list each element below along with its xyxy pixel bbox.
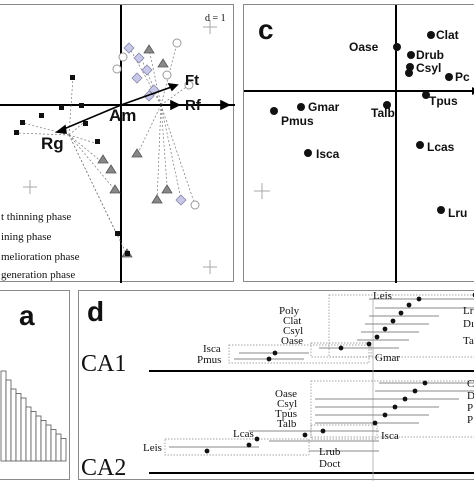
ca2-points xyxy=(204,380,428,454)
ca1-label-isca: Isca xyxy=(203,343,221,355)
panel-a-plot: a xyxy=(0,300,67,462)
ca2-label-csyl: Csyl xyxy=(277,398,297,410)
axis-label-ca2: CA2 xyxy=(81,455,126,481)
ca1-label-lr: Lr xyxy=(463,305,474,317)
ca1-label-pmus: Pmus xyxy=(197,354,221,366)
eigenvalue-bar xyxy=(25,406,32,462)
legend-item-3: melioration phase xyxy=(1,251,80,263)
ca1-boxes xyxy=(228,294,474,364)
ca1-label-oase: Oase xyxy=(281,335,303,347)
c-points xyxy=(270,31,453,214)
ca1-label-clat: Clat xyxy=(283,315,301,327)
c-grid-marks xyxy=(254,183,270,199)
panel-b-plot: Ft Rf Am Rg d = 1 t thinning phase ining… xyxy=(0,5,235,283)
b-vectors xyxy=(54,83,231,134)
b-squares xyxy=(14,75,130,256)
species-label-gmar: Gmar xyxy=(308,100,340,114)
ca2-label-lcas: Lcas xyxy=(233,428,254,440)
ca2-label-leis: Leis xyxy=(143,442,162,454)
eigenvalue-bar xyxy=(15,393,22,462)
ca2-label-isca: Isca xyxy=(381,430,399,442)
ca2-boxes xyxy=(164,380,474,456)
legend-item-1: t thinning phase xyxy=(1,211,71,223)
panel-letter-d: d xyxy=(87,296,104,327)
species-label-oase: Oase xyxy=(349,40,379,54)
panel-d-plot: d CA1 CA2 Leis Poly Clat Csyl Oase xyxy=(81,291,474,481)
ca2-label-di: Di xyxy=(467,390,474,402)
ca2-label-oase: Oase xyxy=(275,388,297,400)
ca1-label-d: Dı xyxy=(463,318,474,330)
eigenvalue-bars xyxy=(0,370,67,462)
panel-b: Ft Rf Am Rg d = 1 t thinning phase ining… xyxy=(0,4,235,283)
eigenvalue-bar xyxy=(50,429,57,462)
ca1-points xyxy=(266,292,474,362)
b-grid-marks xyxy=(23,20,217,274)
ca2-label-tpus: Tpus xyxy=(275,408,297,420)
ca2-ranges xyxy=(169,382,474,452)
eigenvalue-bar xyxy=(40,420,47,462)
eigenvalue-bar xyxy=(0,370,7,462)
ca2-label-c: C xyxy=(467,378,474,390)
panel-a: a xyxy=(0,290,70,480)
species-label-lcas: Lcas xyxy=(427,140,455,154)
ca1-label-poly: Poly xyxy=(279,305,300,317)
vector-label-rf: Rf xyxy=(185,97,202,114)
panel-d: d CA1 CA2 Leis Poly Clat Csyl Oase xyxy=(78,290,474,481)
scale-label: d = 1 xyxy=(205,13,226,24)
b-links xyxy=(16,42,196,256)
ca2-label-talb: Talb xyxy=(277,418,297,430)
ca2-label-lrub: Lrub xyxy=(319,446,341,458)
legend-item-4: generation phase xyxy=(1,269,75,281)
eigenvalue-bar xyxy=(20,397,27,462)
ca1-label-leis: Leis xyxy=(373,291,392,302)
species-label-talb: Talb xyxy=(371,106,395,120)
ca1-label-csyl: Csyl xyxy=(283,325,303,337)
species-label-isca: Isca xyxy=(316,147,340,161)
species-label-pmus: Pmus xyxy=(281,114,314,128)
ca1-label-gmar: Gmar xyxy=(375,352,400,364)
species-label-lru: Lru xyxy=(448,206,467,220)
species-label-clat: Clat xyxy=(436,28,459,42)
species-label-pc: Pc xyxy=(455,70,470,84)
eigenvalue-bar xyxy=(60,438,67,462)
vector-label-rg: Rg xyxy=(41,134,64,153)
species-label-tpus: Tpus xyxy=(429,94,458,108)
eigenvalue-bar xyxy=(55,433,62,462)
vector-label-am: Am xyxy=(109,106,136,125)
panel-c: c Clat Oase Drub Csyl Pc Gmar Tpus Pmus … xyxy=(243,4,474,283)
legend-item-2: ining phase xyxy=(1,231,52,243)
ca1-label-ta: Ta xyxy=(463,335,474,347)
species-label-drub: Drub xyxy=(416,48,444,62)
eigenvalue-bar xyxy=(45,424,52,462)
panel-letter-c: c xyxy=(258,14,274,45)
species-label-csyl: Csyl xyxy=(416,61,441,75)
ca1-ranges xyxy=(234,298,474,360)
ca2-label-p2: P xyxy=(467,414,473,426)
vector-label-ft: Ft xyxy=(185,72,199,89)
eigenvalue-bar xyxy=(30,411,37,462)
panel-letter-a: a xyxy=(19,300,35,331)
panel-c-plot: c Clat Oase Drub Csyl Pc Gmar Tpus Pmus … xyxy=(244,5,474,283)
eigenvalue-bar xyxy=(35,415,42,462)
eigenvalue-bar xyxy=(5,379,12,462)
axis-label-ca1: CA1 xyxy=(81,351,126,377)
b-open-circles xyxy=(112,38,200,210)
ca2-label-doct: Doct xyxy=(319,458,340,470)
ca2-label-p1: P xyxy=(467,402,473,414)
eigenvalue-bar xyxy=(10,388,17,462)
